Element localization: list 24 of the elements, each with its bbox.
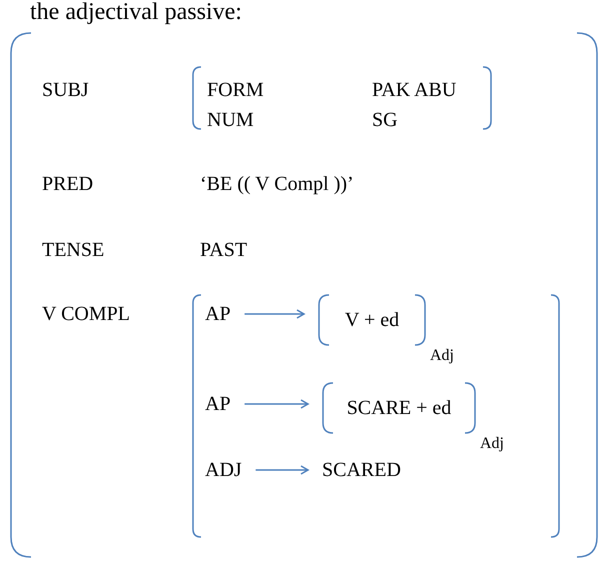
category-label: AP [205,304,231,324]
attribute-name: SUBJ [42,80,89,100]
category-label: AP [205,394,231,414]
category-label: ADJ [205,460,242,480]
arrow [256,465,309,475]
subscript-label: Adj [430,348,454,364]
arrow [244,309,305,319]
subscript-label: Adj [480,436,504,452]
feature-matrix [192,66,492,130]
attribute-name: PRED [42,174,94,194]
category-label: SCARED [322,460,401,480]
feature-name: FORM [207,80,264,100]
heading-text: the adjectival passive: [30,0,242,24]
bracketed-expression: SCARE + ed [322,382,476,434]
feature-value: PAK ABU [372,80,456,100]
attribute-value: PAST [200,240,248,260]
feature-matrix [192,294,560,538]
attribute-name: TENSE [42,240,104,260]
attribute-value: ‘BE (( V Compl ))’ [200,174,354,194]
arrow [244,399,309,409]
bracketed-expression: V + ed [318,294,426,346]
attribute-name: V COMPL [42,304,130,324]
feature-value: SG [372,110,398,130]
feature-name: NUM [207,110,254,130]
